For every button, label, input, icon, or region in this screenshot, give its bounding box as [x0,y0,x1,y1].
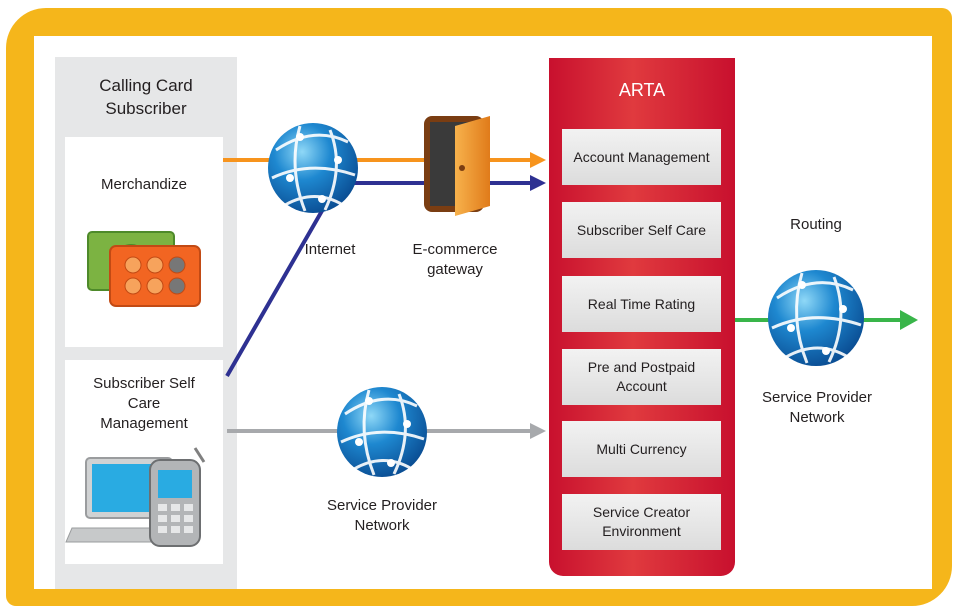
internet-label: Internet [304,241,356,258]
module-subscriber-self-care: Subscriber Self Care [562,202,721,258]
routing-globe-icon [768,270,864,366]
arta-title: ARTA [618,80,666,100]
subscriber-panel-title: Calling Card Subscriber [99,76,193,118]
orange-arrow-head [530,152,546,168]
module-multi-currency: Multi Currency [562,421,721,477]
service-provider-network-label: Service Provider Network [326,497,438,534]
module-real-time-rating: Real Time Rating [562,276,721,332]
service-provider-globe-icon [337,387,427,477]
green-arrow-head [900,310,918,330]
module-label: Subscriber Self Care [576,221,707,238]
module-label: Account Management [573,148,710,165]
blue-arrow-head [530,175,546,191]
ecommerce-gateway-label: E-commerce gateway [412,241,498,278]
gray-arrow-head [530,423,546,439]
module-label: Multi Currency [596,440,687,457]
module-label: Pre and Postpaid Account [587,359,696,394]
merchandize-label: Merchandize [101,176,187,193]
self-care-label: Subscriber Self Care Management [93,375,195,432]
module-label: Service Creator Environment [592,504,691,539]
computer-phone-icon [65,447,206,547]
routing-label: Routing [790,216,842,233]
door-icon [424,116,490,216]
module-account-management: Account Management [562,129,721,185]
module-label: Real Time Rating [587,295,696,312]
module-pre-postpaid-account: Pre and Postpaid Account [562,349,721,405]
module-service-creator-environment: Service Creator Environment [562,494,721,550]
internet-globe-icon [268,123,358,213]
routing-service-provider-label: Service Provider Network [761,389,873,426]
money-card-icon [87,231,201,307]
